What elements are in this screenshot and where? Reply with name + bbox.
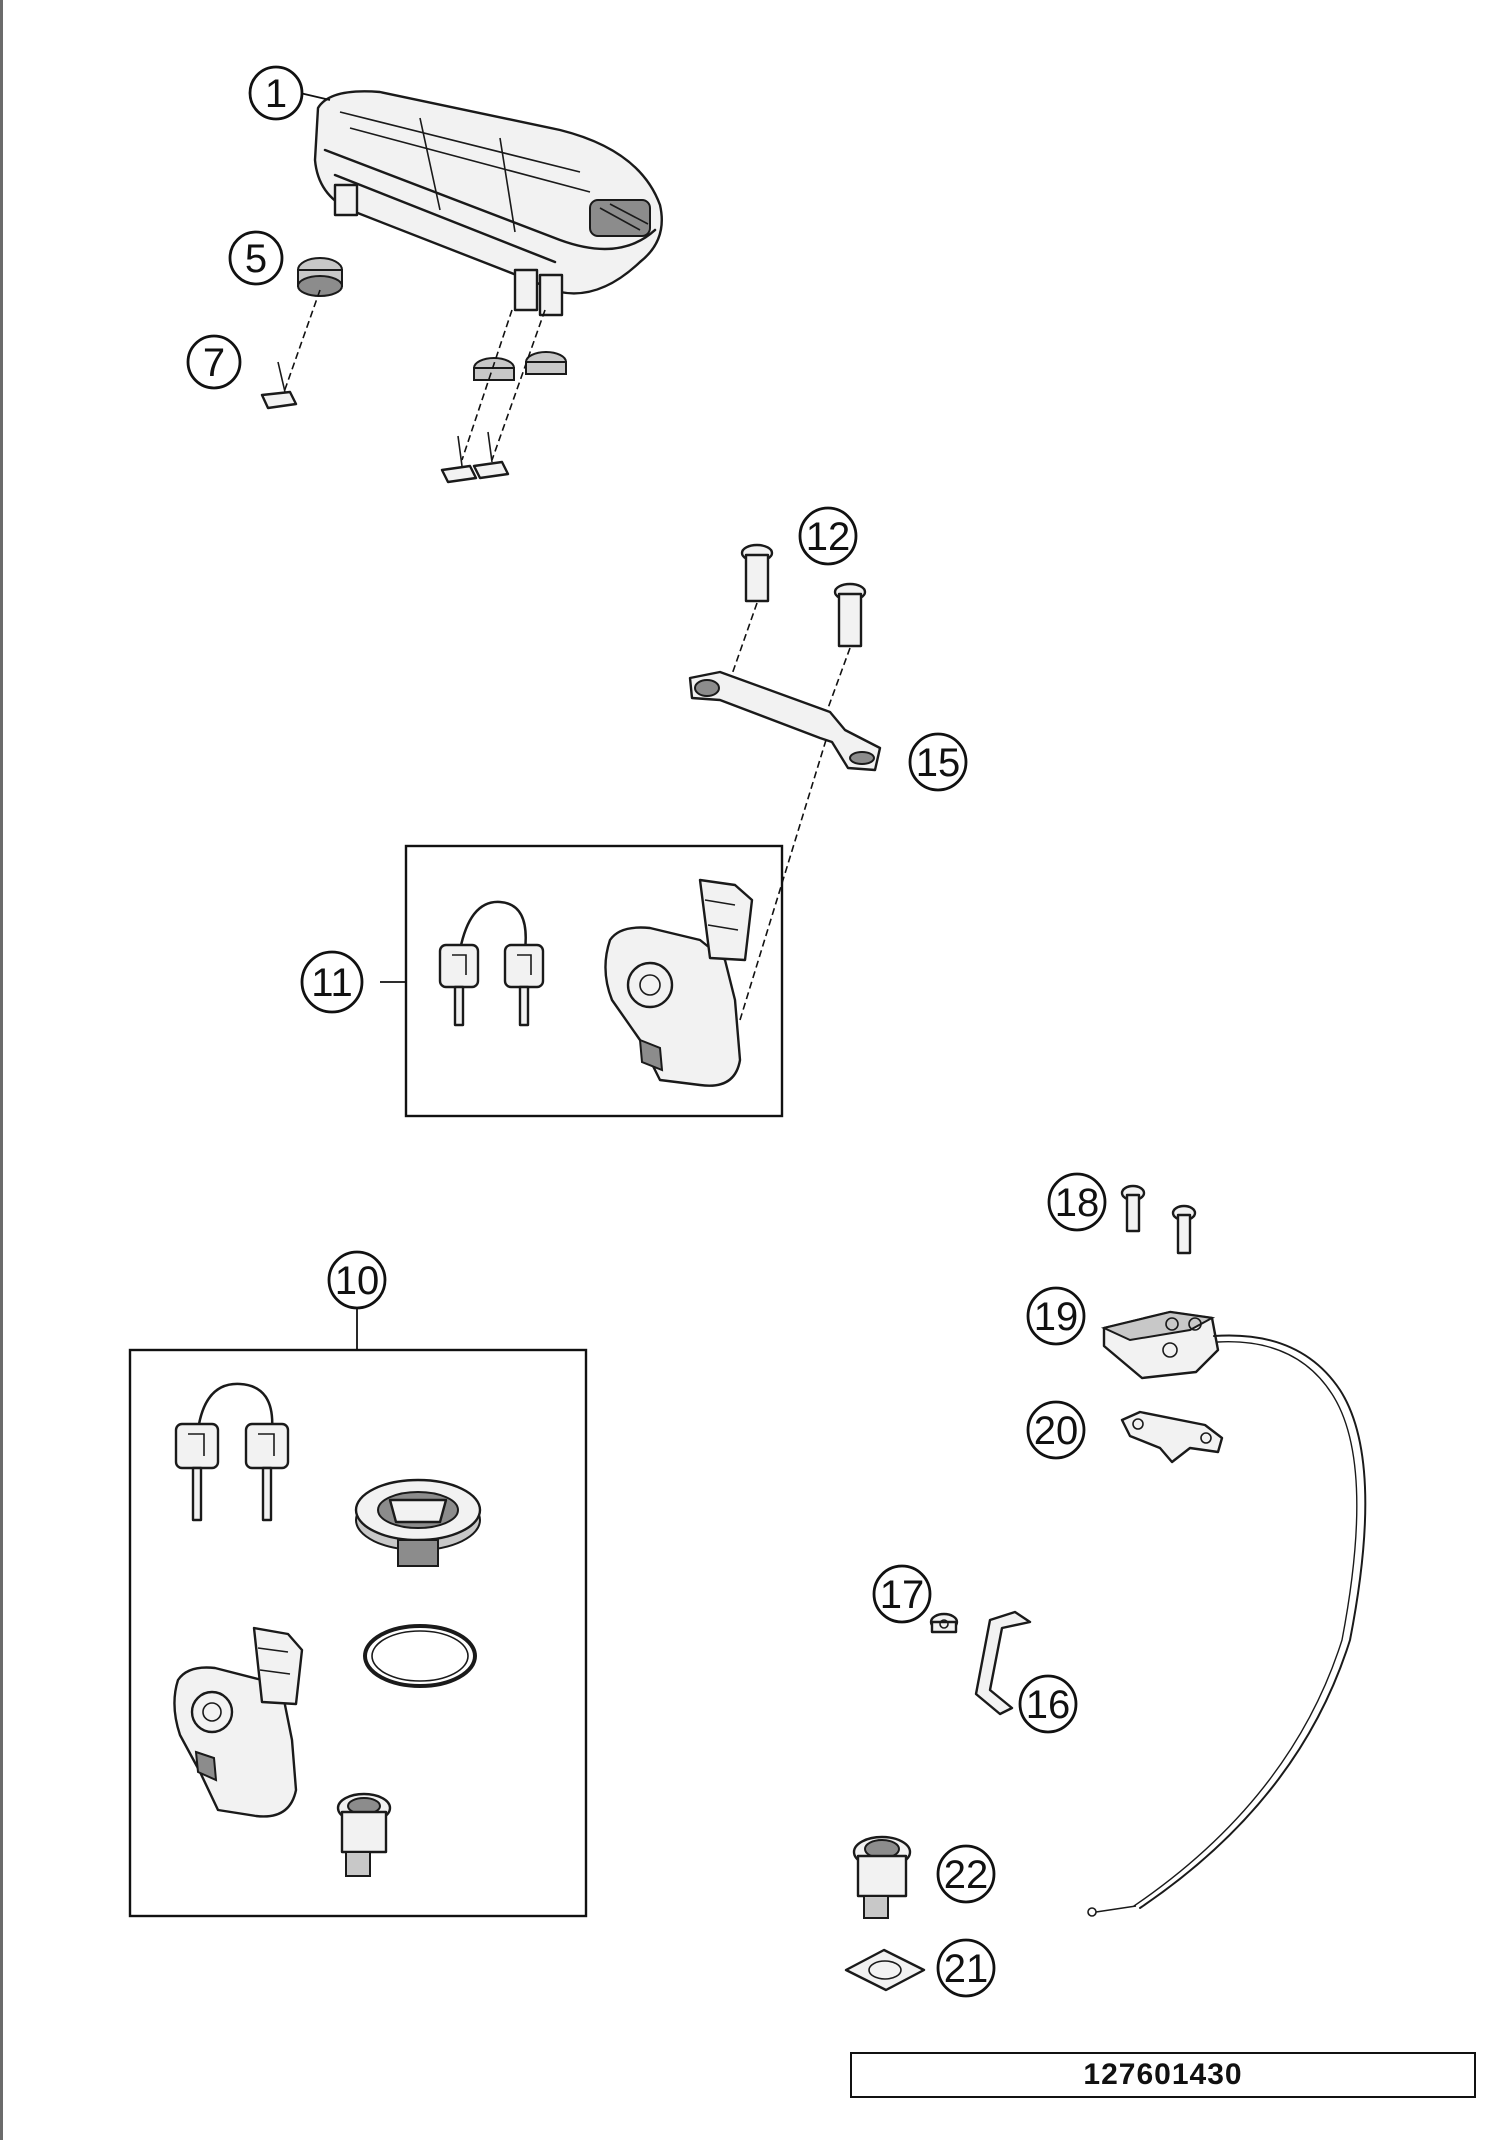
sensor-part-19[interactable] [1087,1310,1367,1917]
svg-text:5: 5 [245,237,267,281]
callout-15: 15 [908,732,968,792]
callout-11: 11 [300,950,364,1014]
left-border-rule [0,0,3,2140]
clip-part-16[interactable] [974,1610,1032,1716]
svg-text:19: 19 [1034,1295,1079,1339]
svg-text:22: 22 [944,1853,989,1897]
screw-part-18[interactable] [1120,1184,1197,1255]
screw-part[interactable] [260,289,546,484]
svg-text:10: 10 [335,1259,380,1303]
callout-19: 19 [1026,1286,1086,1346]
svg-text:11: 11 [311,961,353,1005]
svg-text:7: 7 [203,341,225,385]
bolt-part-12[interactable] [729,543,867,731]
callout-20: 20 [1026,1400,1086,1460]
callout-17: 17 [872,1564,932,1624]
svg-text:18: 18 [1055,1181,1100,1225]
svg-text:21: 21 [944,1947,989,1991]
svg-text:1: 1 [265,72,287,116]
svg-text:15: 15 [916,741,961,785]
svg-text:17: 17 [880,1573,925,1617]
leader-lines [299,92,406,1350]
callout-18: 18 [1047,1172,1107,1232]
grommet-part[interactable] [297,257,567,381]
svg-text:12: 12 [806,515,851,559]
callout-5: 5 [228,230,284,286]
instrument-cluster-part[interactable] [313,90,663,317]
callout-10: 10 [327,1250,387,1310]
callout-16: 16 [1018,1674,1078,1734]
drawing-number-box: 127601430 [850,2052,1476,2098]
callout-7: 7 [186,334,242,390]
nut-part-17[interactable] [929,1612,959,1634]
svg-text:20: 20 [1034,1409,1079,1453]
callout-21: 21 [936,1938,996,1998]
callout-12: 12 [798,506,858,566]
lock-cylinder-part-22[interactable] [852,1835,912,1919]
gasket-part-21[interactable] [844,1948,926,1992]
ignition-lock-set-11[interactable] [404,844,784,1118]
svg-text:16: 16 [1026,1683,1071,1727]
drawing-number: 127601430 [1083,2058,1243,2091]
plate-part-20[interactable] [1120,1410,1224,1464]
callout-22: 22 [936,1844,996,1904]
lock-set-10[interactable] [128,1348,588,1918]
callout-1: 1 [248,65,304,121]
